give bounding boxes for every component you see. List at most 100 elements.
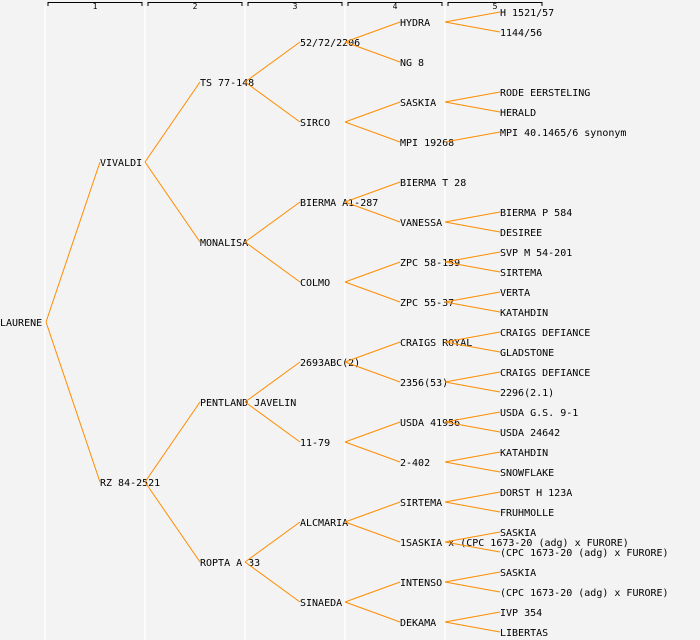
connector-line	[444, 451, 501, 463]
pedigree-node: DESIREE	[500, 228, 542, 239]
pedigree-node: ALCMARIA	[300, 518, 348, 529]
pedigree-node: 2-402	[400, 458, 430, 469]
pedigree-node: RODE EERSTELING	[500, 88, 590, 99]
pedigree-node: SIRTEMA	[500, 268, 542, 279]
connector-line	[344, 581, 401, 603]
connector-line	[344, 421, 401, 443]
generation-number: 2	[193, 2, 198, 11]
connector-line	[344, 441, 401, 463]
connector-line	[444, 341, 501, 353]
pedigree-node: FRUHMOLLE	[500, 508, 554, 519]
pedigree-node: (CPC 1673-20 (adg) x FURORE)	[500, 548, 669, 559]
pedigree-node: PENTLAND JAVELIN	[200, 398, 296, 409]
pedigree-node: GLADSTONE	[500, 348, 554, 359]
connector-line	[344, 201, 401, 223]
connector-line	[444, 621, 501, 633]
pedigree-node: 1SASKIA x (CPC 1673-20 (adg) x FURORE)	[400, 538, 629, 549]
connector-line	[444, 11, 501, 23]
connector-line	[344, 601, 401, 623]
connector-line	[244, 401, 301, 443]
pedigree-node: COLMO	[300, 278, 330, 289]
pedigree-node-link[interactable]: MPI 19268	[400, 138, 454, 149]
generation-number: 3	[293, 2, 298, 11]
connector-line	[444, 251, 501, 263]
generation-number: 4	[393, 2, 398, 11]
pedigree-node: LIBERTAS	[500, 628, 548, 639]
pedigree-node: USDA 41956	[400, 418, 460, 429]
pedigree-node: CRAIGS DEFIANCE	[500, 328, 590, 339]
pedigree-node: LAURENE	[0, 318, 42, 329]
pedigree-node: ROPTA A 33	[200, 558, 260, 569]
pedigree-node: ZPC 55-37	[400, 298, 454, 309]
generation-number: 5	[493, 2, 498, 11]
connector-line	[144, 81, 201, 163]
pedigree-node: 2693ABC(2)	[300, 358, 360, 369]
connector-line	[444, 381, 501, 393]
pedigree-node: MONALISA	[200, 238, 248, 249]
connector-line	[444, 371, 501, 383]
pedigree-node: MPI 40.1465/6 synonym	[500, 128, 626, 139]
pedigree-node: SNOWFLAKE	[500, 468, 554, 479]
connector-line	[45, 321, 101, 483]
pedigree-node: SASKIA	[500, 568, 536, 579]
connector-line	[344, 101, 401, 123]
connector-line	[444, 301, 501, 313]
pedigree-node: NG 8	[400, 58, 424, 69]
connector-line	[344, 41, 401, 63]
pedigree-node: (CPC 1673-20 (adg) x FURORE)	[500, 588, 669, 599]
connector-line	[244, 561, 301, 603]
pedigree-node: SINAEDA	[300, 598, 342, 609]
connector-line	[444, 531, 501, 543]
pedigree-node: BIERMA T 28	[400, 178, 466, 189]
pedigree-node: SIRCO	[300, 118, 330, 129]
pedigree-node: HERALD	[500, 108, 536, 119]
pedigree-node: 1144/56	[500, 28, 542, 39]
connector-line	[444, 581, 501, 593]
connector-line	[444, 461, 501, 473]
connector-line	[144, 481, 201, 563]
generation-bracket	[47, 2, 143, 6]
pedigree-node: ZPC 58-159	[400, 258, 460, 269]
pedigree-node: BIERMA A1-287	[300, 198, 378, 209]
connector-line	[444, 421, 501, 433]
pedigree-node: 2356(53)	[400, 378, 448, 389]
pedigree-node: SASKIA	[500, 528, 536, 539]
pedigree-node: IVP 354	[500, 608, 542, 619]
connector-line	[444, 211, 501, 223]
pedigree-node: INTENSO	[400, 578, 442, 589]
generation-bracket	[147, 2, 243, 6]
pedigree-node: SIRTEMA	[400, 498, 442, 509]
connector-line	[444, 21, 501, 33]
connector-line	[444, 331, 501, 343]
connector-line	[444, 411, 501, 423]
connector-line	[244, 361, 301, 403]
pedigree-node: H 1521/57	[500, 8, 554, 19]
generation-bracket	[447, 2, 543, 6]
generation-bracket	[347, 2, 443, 6]
connector-line	[444, 91, 501, 103]
connector-line	[444, 571, 501, 583]
connector-line	[444, 291, 501, 303]
pedigree-node: CRAIGS ROYAL	[400, 338, 472, 349]
generation-headers: 1 2 3 4 5	[47, 2, 543, 11]
connector-line	[344, 521, 401, 543]
generation-bracket	[247, 2, 343, 6]
pedigree-node: BIERMA P 584	[500, 208, 572, 219]
pedigree-node: 52/72/2206	[300, 38, 360, 49]
pedigree-node: 11-79	[300, 438, 330, 449]
connector-line	[444, 611, 501, 623]
pedigree-node: USDA G.S. 9-1	[500, 408, 578, 419]
pedigree-node: VANESSA	[400, 218, 442, 229]
connector-line	[344, 501, 401, 523]
pedigree-node: TS 77-148	[200, 78, 254, 89]
pedigree-node: SVP M 54-201	[500, 248, 572, 259]
pedigree-node: VERTA	[500, 288, 530, 299]
connector-line	[444, 261, 501, 273]
generation-number: 1	[93, 2, 98, 11]
pedigree-node: KATAHDIN	[500, 308, 548, 319]
connector-line	[444, 101, 501, 113]
connector-line	[444, 131, 501, 143]
pedigree-node: DEKAMA	[400, 618, 436, 629]
connector-line	[144, 161, 201, 243]
